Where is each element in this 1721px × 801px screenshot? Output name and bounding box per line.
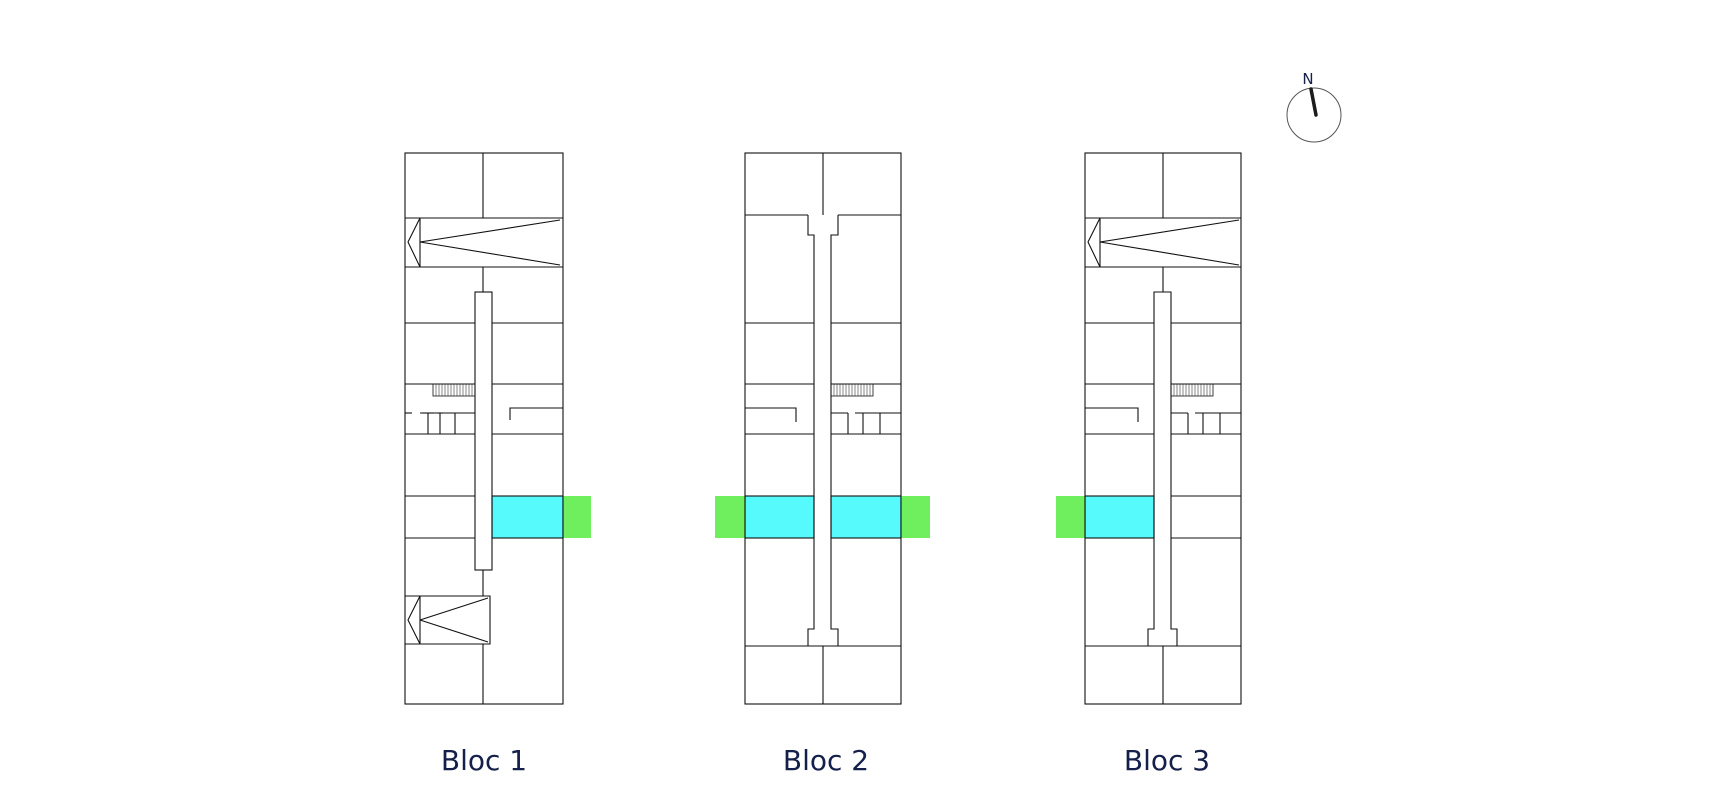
bloc-1-highlighted-unit[interactable] xyxy=(491,495,564,539)
bloc-2-highlighted-balcony-right[interactable] xyxy=(901,496,930,538)
compass-circle xyxy=(1286,87,1342,143)
bloc-1-stair-bottom xyxy=(407,595,421,645)
bloc-3-stair-top xyxy=(1087,217,1101,268)
compass-needle-icon xyxy=(1309,87,1318,117)
bloc-2-highlighted-unit-left[interactable] xyxy=(744,495,815,539)
bloc-3-label: Bloc 3 xyxy=(1124,744,1210,777)
bloc-1-label: Bloc 1 xyxy=(441,744,527,777)
north-compass: N xyxy=(1286,70,1342,143)
bloc-2-plan xyxy=(715,152,930,705)
bloc-2-highlighted-balcony-left[interactable] xyxy=(715,496,745,538)
bloc-1-outline xyxy=(404,152,564,705)
bloc-3-corridor xyxy=(1147,291,1178,647)
bloc-2-label: Bloc 2 xyxy=(783,744,869,777)
bloc-2-highlighted-unit-right[interactable] xyxy=(830,495,902,539)
bloc-1-highlighted-balcony[interactable] xyxy=(563,496,591,538)
bloc-2-corridor xyxy=(807,215,839,647)
bloc-2-outline xyxy=(744,152,902,705)
bloc-1-corridor xyxy=(474,291,493,571)
bloc-3-highlighted-balcony[interactable] xyxy=(1056,496,1085,538)
bloc-1-plan xyxy=(404,152,591,705)
bloc-3-plan xyxy=(1056,152,1242,705)
compass-north-label: N xyxy=(1302,70,1313,88)
bloc-3-outline xyxy=(1084,152,1242,705)
bloc-1-stair-top xyxy=(407,217,421,268)
bloc-3-highlighted-unit[interactable] xyxy=(1084,495,1155,539)
